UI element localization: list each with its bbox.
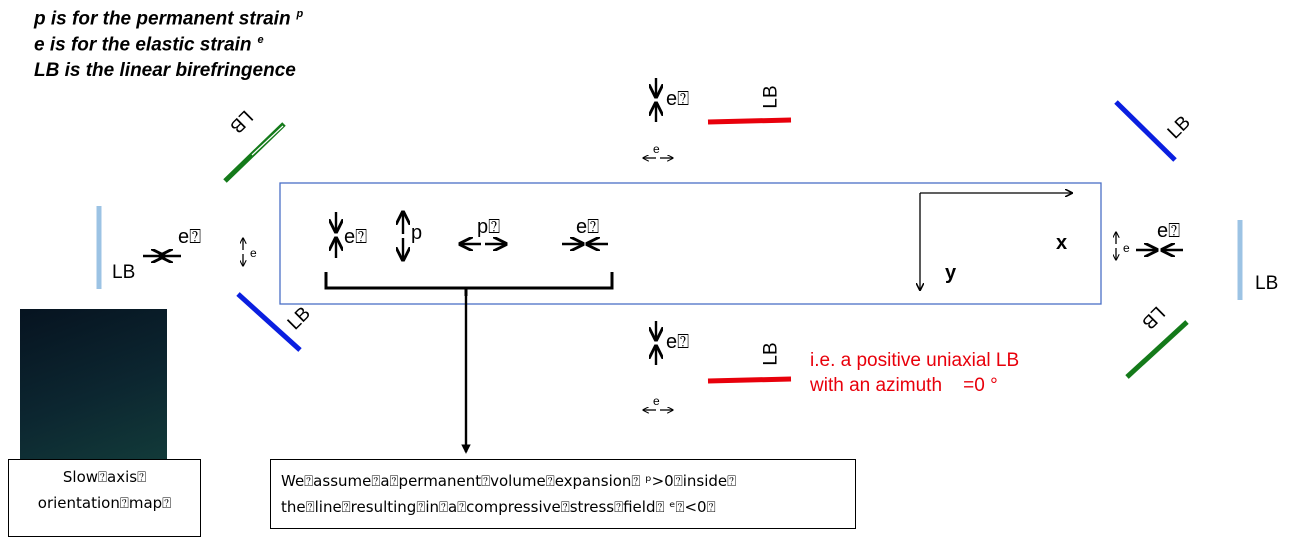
assumption-line1: We⍰assume⍰a⍰permanent⍰volume⍰expansion⍰ … — [281, 472, 737, 490]
bottom-lb-label: LB — [760, 342, 782, 366]
x-axis-label: x — [1056, 232, 1068, 254]
inner-e-label-2: e⍰ — [576, 216, 600, 238]
map-caption-line1: Slow⍰axis⍰ — [62, 468, 147, 486]
right-small-e-label: e — [1123, 241, 1130, 255]
bottom-small-e-label: e — [653, 394, 660, 408]
map-caption-line2: orientation⍰map⍰ — [37, 494, 172, 512]
bottom-e-label: e⍰ — [666, 331, 690, 353]
line-region-rect — [279, 182, 1102, 305]
left-small-e-label: e — [250, 246, 257, 260]
assumption-box: We⍰assume⍰a⍰permanent⍰volume⍰expansion⍰ … — [270, 459, 856, 529]
lb-annotation-line2: with an azimuth =0 ° — [810, 375, 998, 396]
lb-bar-topright-blue — [1114, 100, 1177, 162]
map-caption-box: Slow⍰axis⍰ orientation⍰map⍰ — [8, 459, 201, 537]
right-lb-label: LB — [1255, 273, 1279, 294]
lb-bar-bottom-red — [707, 376, 792, 384]
left-e-label: e⍰ — [178, 226, 202, 248]
top-e-label: e⍰ — [666, 88, 690, 110]
lb-bar-bottomright-green — [1125, 320, 1189, 379]
legend-line-lb: LB is the linear birefringence — [34, 60, 296, 81]
lb-annotation-line1: i.e. a positive uniaxial LB — [810, 350, 1020, 371]
inner-p-label: p — [411, 222, 423, 244]
lb-bar-bottomleft-blue — [236, 292, 302, 352]
slow-axis-orientation-map-image — [20, 309, 167, 459]
y-axis-label: y — [945, 262, 957, 284]
assumption-line2: the⍰line⍰resulting⍰in⍰a⍰compressive⍰stre… — [281, 498, 716, 516]
lb-bar-top-red — [707, 117, 792, 125]
grouping-brace — [324, 272, 614, 296]
lb-annotation: i.e. a positive uniaxial LB with an azim… — [810, 348, 1019, 398]
left-lb-label: LB — [112, 262, 136, 283]
top-lb-label: LB — [760, 85, 782, 109]
lb-bar-topleft-green-inner — [251, 125, 284, 156]
inner-e-label-1: e⍰ — [344, 226, 368, 248]
top-small-e-label: e — [653, 142, 660, 156]
inner-p-label-2: p⍰ — [477, 216, 501, 238]
right-e-label: e⍰ — [1157, 220, 1181, 242]
